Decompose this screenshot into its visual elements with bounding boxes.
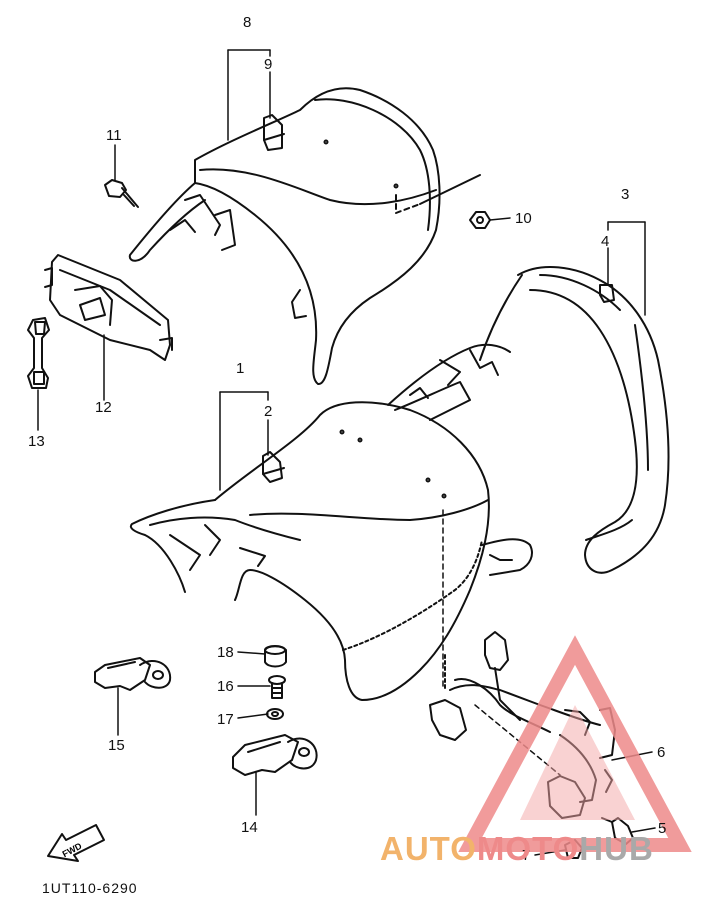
- fwd-arrow: [47, 824, 105, 862]
- callout-17: 17: [217, 711, 234, 728]
- watermark-auto: AUTO: [380, 830, 477, 867]
- callout-13: 13: [28, 433, 45, 450]
- diagram-code: 1UT110-6290: [42, 880, 138, 896]
- rear-seat-upper: [128, 87, 481, 385]
- watermark-moto: MOTO: [476, 830, 580, 867]
- washer-17: [266, 708, 284, 720]
- callout-8: 8: [243, 14, 252, 31]
- callout-4: 4: [601, 233, 610, 250]
- callout-12: 12: [95, 399, 112, 416]
- callout-16: 16: [217, 678, 234, 695]
- hinge-15: [94, 657, 172, 691]
- watermark-hub: HUB: [579, 830, 654, 867]
- callout-11: 11: [106, 127, 122, 144]
- callout-9: 9: [264, 56, 273, 73]
- nut-10: [469, 211, 491, 229]
- watermark-logo: [458, 635, 692, 852]
- screw-16: [268, 675, 286, 699]
- callout-2: 2: [264, 403, 273, 420]
- callout-18: 18: [217, 644, 234, 661]
- watermark-triangle-inner: [520, 705, 635, 820]
- callout-5: 5: [658, 820, 667, 837]
- watermark-text: AUTOMOTOHUB: [380, 830, 654, 868]
- seat-strap: [27, 317, 50, 389]
- watermark-triangle-outer: [458, 635, 692, 852]
- leader-lines: [37, 49, 656, 856]
- hinge-14: [232, 734, 318, 776]
- callout-1: 1: [236, 360, 245, 377]
- callout-6: 6: [657, 744, 666, 761]
- cap-18: [264, 645, 287, 668]
- seat-underframe: [387, 343, 511, 421]
- callout-14: 14: [241, 819, 258, 836]
- seat-bracket: [44, 254, 173, 361]
- callout-10: 10: [515, 210, 532, 227]
- fwd-label: FWD: [61, 841, 84, 860]
- front-seat-lower: [129, 401, 533, 701]
- callout-3: 3: [621, 186, 630, 203]
- callout-7: 7: [522, 847, 531, 864]
- bolt-11: [104, 179, 139, 208]
- callout-15: 15: [108, 737, 125, 754]
- rear-cowl: [479, 266, 670, 574]
